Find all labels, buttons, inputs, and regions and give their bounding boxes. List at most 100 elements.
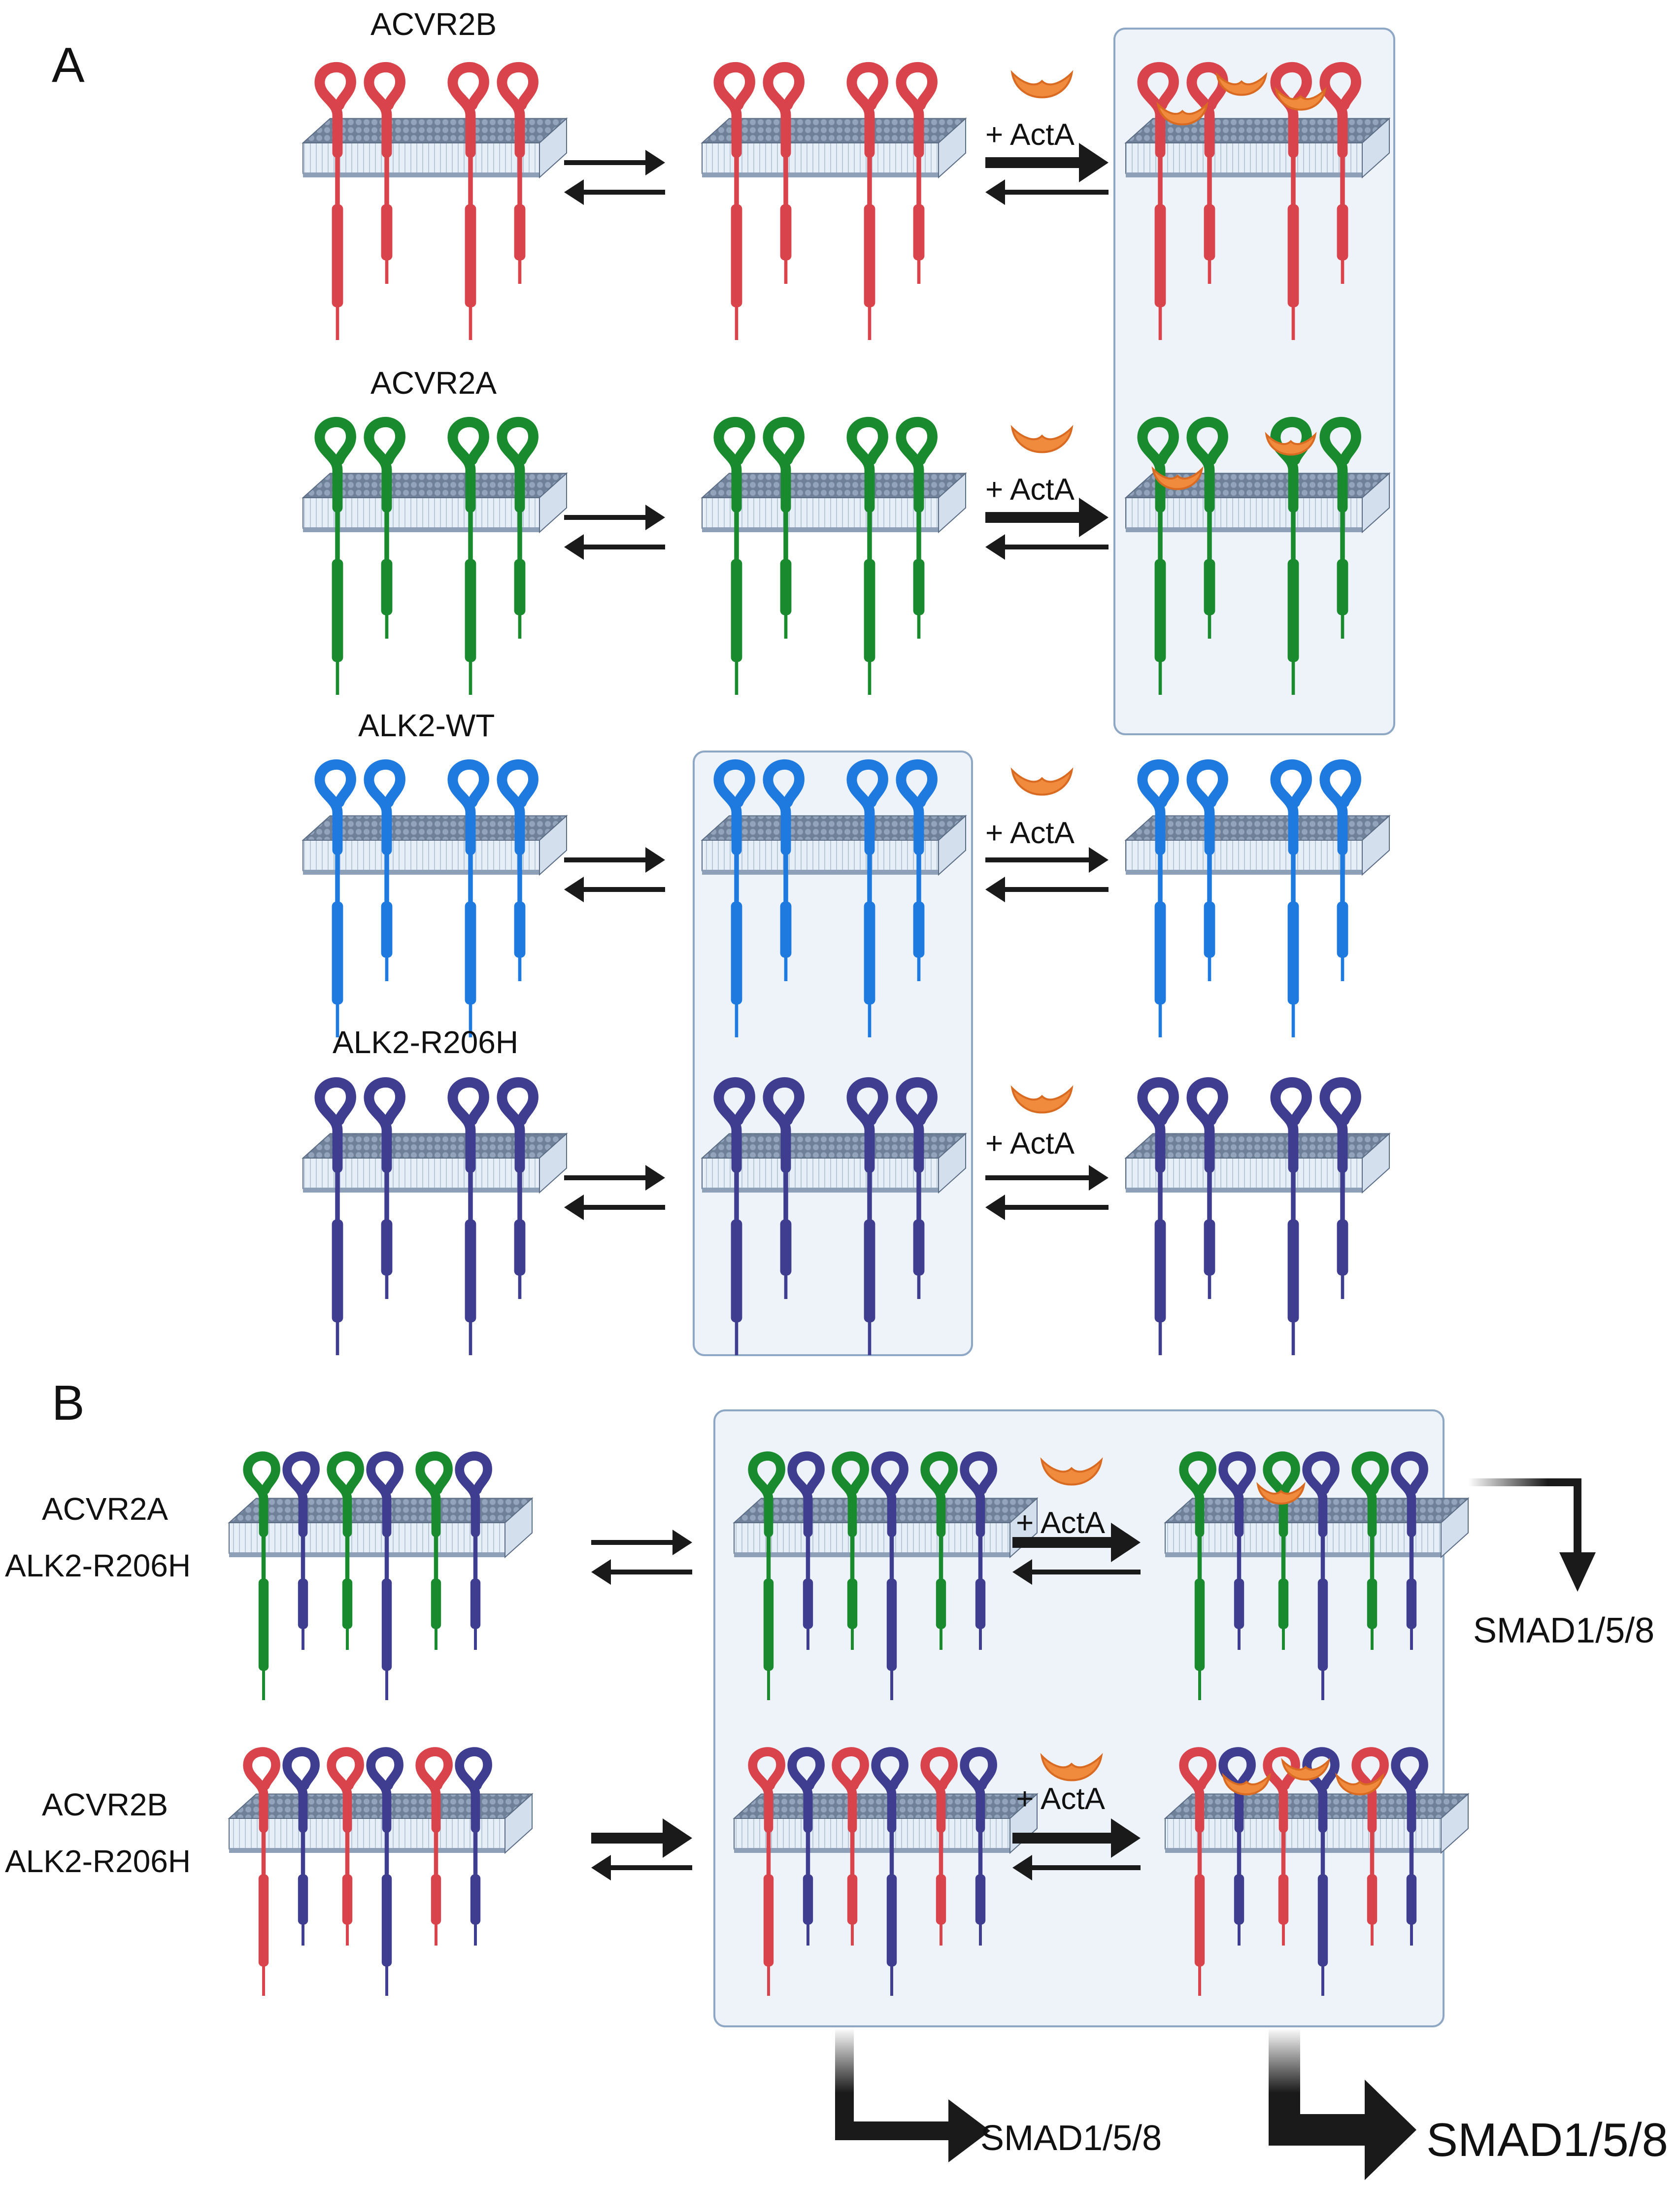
receptor [1270,1077,1312,1355]
membrane-bilayer [302,1132,568,1194]
receptor [846,417,888,695]
highlight-box [1113,28,1395,735]
label-b-acvr2a: ACVR2A [42,1491,168,1527]
activin-dimer [1040,1457,1103,1486]
panel-a-label: A [52,37,85,93]
activin-dimer [1151,466,1204,490]
receptor [960,1747,997,1946]
receptor [1263,1451,1300,1650]
equilibrium-arrows [591,1530,692,1585]
receptor [832,1451,869,1650]
membrane-bilayer [228,1497,534,1559]
acta-label: + ActA [1016,1506,1105,1540]
receptor [243,1451,280,1700]
label-b-alk2-2: ALK2-R206H [5,1844,191,1879]
receptor [282,1451,320,1650]
receptor [1391,1451,1428,1650]
receptor [497,1077,538,1299]
receptor [366,1451,403,1700]
equilibrium-arrows [564,150,665,205]
equilibrium-arrows [985,847,1109,902]
signal-arrow-mid [835,2028,990,2162]
receptor [713,417,755,695]
label-acvr2a: ACVR2A [370,365,497,401]
activin-dimer [1010,70,1074,99]
receptor [1186,62,1228,284]
equilibrium-arrows [564,505,665,560]
receptor [1137,62,1179,340]
receptor [314,417,356,695]
acta-label: + ActA [985,816,1075,850]
receptor [1218,1747,1256,1946]
receptor [896,759,938,981]
smad-output-mid: SMAD1/5/8 [980,2119,1162,2158]
receptor [364,1077,405,1299]
receptor [1270,759,1312,1037]
membrane-bilayer [733,1793,1039,1854]
receptor [787,1451,825,1650]
acta-label: + ActA [985,1127,1075,1161]
signal-arrow-top [1468,1478,1596,1592]
receptor [1179,1747,1216,1996]
label-b-alk2-1: ALK2-R206H [5,1548,191,1583]
panel-b-label: B [52,1375,85,1431]
activin-dimer [1281,1758,1330,1781]
highlight-box [713,1409,1445,2027]
receptor [455,1451,492,1650]
receptor [1351,1747,1389,1946]
smad-output-big: SMAD1/5/8 [1426,2114,1668,2166]
receptor [1218,1451,1256,1650]
receptor [846,62,888,340]
receptor [1186,1077,1228,1299]
receptor [282,1747,320,1946]
receptor [1351,1451,1389,1650]
smad-output-top: SMAD1/5/8 [1473,1611,1655,1650]
receptor [1319,1077,1361,1299]
activin-dimer [1335,1773,1384,1796]
membrane-bilayer [302,117,568,179]
activin-dimer [1265,432,1317,456]
receptor [960,1451,997,1650]
membrane-bilayer [228,1793,534,1854]
receptor [1319,62,1361,284]
receptor [871,1451,908,1700]
receptor [713,1077,755,1355]
acta-label: + ActA [985,118,1075,152]
receptor [763,417,805,639]
receptor [447,759,489,1037]
label-alk2-r206h: ALK2-R206H [333,1025,519,1060]
receptor [763,62,805,284]
receptor [243,1747,280,1996]
receptor [327,1747,364,1946]
equilibrium-arrows [985,498,1109,560]
label-b-acvr2b: ACVR2B [42,1787,168,1822]
receptor [896,1077,938,1299]
equilibrium-arrows [985,143,1109,205]
membrane-bilayer [1164,1793,1470,1854]
equilibrium-arrows [591,1818,692,1880]
acta-label: + ActA [985,473,1075,507]
membrane-bilayer [1164,1497,1470,1559]
receptor [314,62,356,340]
highlight-boxes [693,28,1445,2027]
receptor [447,62,489,340]
receptor [1319,417,1361,639]
receptor [1137,1077,1179,1355]
receptor [748,1451,785,1700]
receptor [1186,759,1228,981]
receptor [896,62,938,284]
activin-dimer [1222,1773,1271,1796]
activin-dimer [1256,1482,1306,1505]
activin-dimer [1215,72,1268,96]
receptor [1319,759,1361,981]
receptor [1179,1451,1216,1700]
receptor [896,417,938,639]
receptor [364,417,405,639]
receptor [455,1747,492,1946]
activin-dimer [1275,87,1327,111]
receptor [846,759,888,1037]
receptor [327,1451,364,1650]
acta-label: + ActA [1016,1782,1105,1816]
receptor [447,417,489,695]
receptor [1302,1747,1340,1996]
